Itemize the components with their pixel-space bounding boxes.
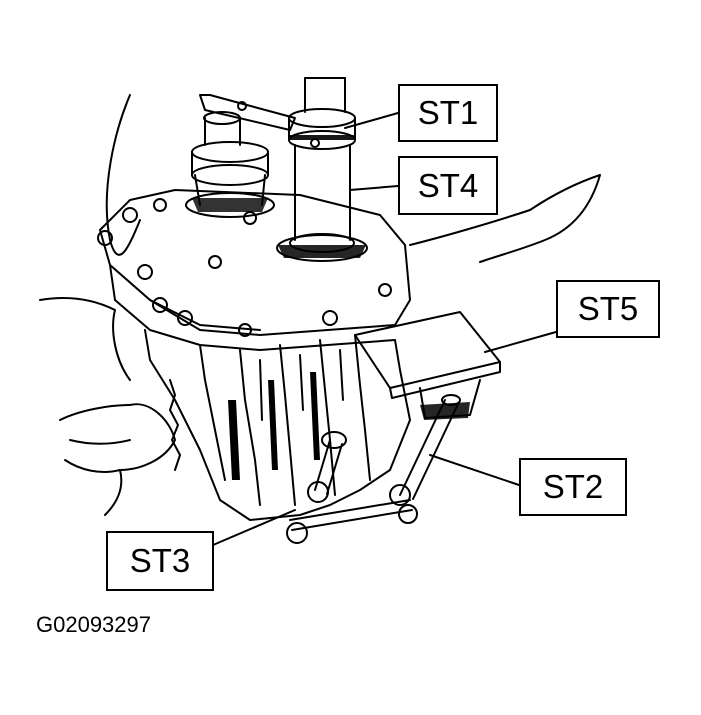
flange-base xyxy=(185,192,275,218)
leader-st5 xyxy=(484,331,557,353)
callout-st5-label: ST5 xyxy=(577,290,639,327)
lower-left-hand xyxy=(59,403,176,473)
leader-st3 xyxy=(212,509,296,546)
bolt xyxy=(322,310,338,326)
bolt xyxy=(243,211,257,225)
callout-st4: ST4 xyxy=(398,156,498,215)
st1-shaft xyxy=(304,77,346,113)
st1-collar xyxy=(288,108,356,128)
gear-teeth xyxy=(169,379,181,471)
callout-st3: ST3 xyxy=(106,531,214,591)
callout-st1: ST1 xyxy=(398,84,498,142)
bolt xyxy=(208,255,222,269)
case-body xyxy=(144,329,411,521)
callout-st1-label: ST1 xyxy=(417,94,479,131)
left-arm-outline xyxy=(39,297,131,381)
figure-code: G02093297 xyxy=(36,612,151,637)
bolt xyxy=(378,283,392,297)
callout-st2: ST2 xyxy=(519,458,627,516)
leader-st1 xyxy=(344,112,399,129)
leader-st2 xyxy=(429,454,520,486)
leader-st4 xyxy=(349,185,399,191)
st3-crossbar xyxy=(289,499,413,531)
st4-sleeve xyxy=(294,144,351,241)
bolt xyxy=(153,198,167,212)
bolt xyxy=(238,323,252,337)
callout-st5: ST5 xyxy=(556,280,660,338)
callout-st3-label: ST3 xyxy=(129,542,191,579)
st3-knob xyxy=(307,481,329,503)
upper-arm-outline xyxy=(105,94,141,256)
st1-handle xyxy=(199,94,296,131)
bolt xyxy=(137,264,153,280)
bolt xyxy=(122,207,138,223)
bolt xyxy=(152,297,168,313)
right-hand-outline xyxy=(409,174,601,263)
bolt xyxy=(177,310,193,326)
flange-top xyxy=(191,141,269,163)
callout-st2-label: ST2 xyxy=(542,468,604,505)
callout-st4-label: ST4 xyxy=(417,166,479,204)
bolt xyxy=(97,230,113,246)
